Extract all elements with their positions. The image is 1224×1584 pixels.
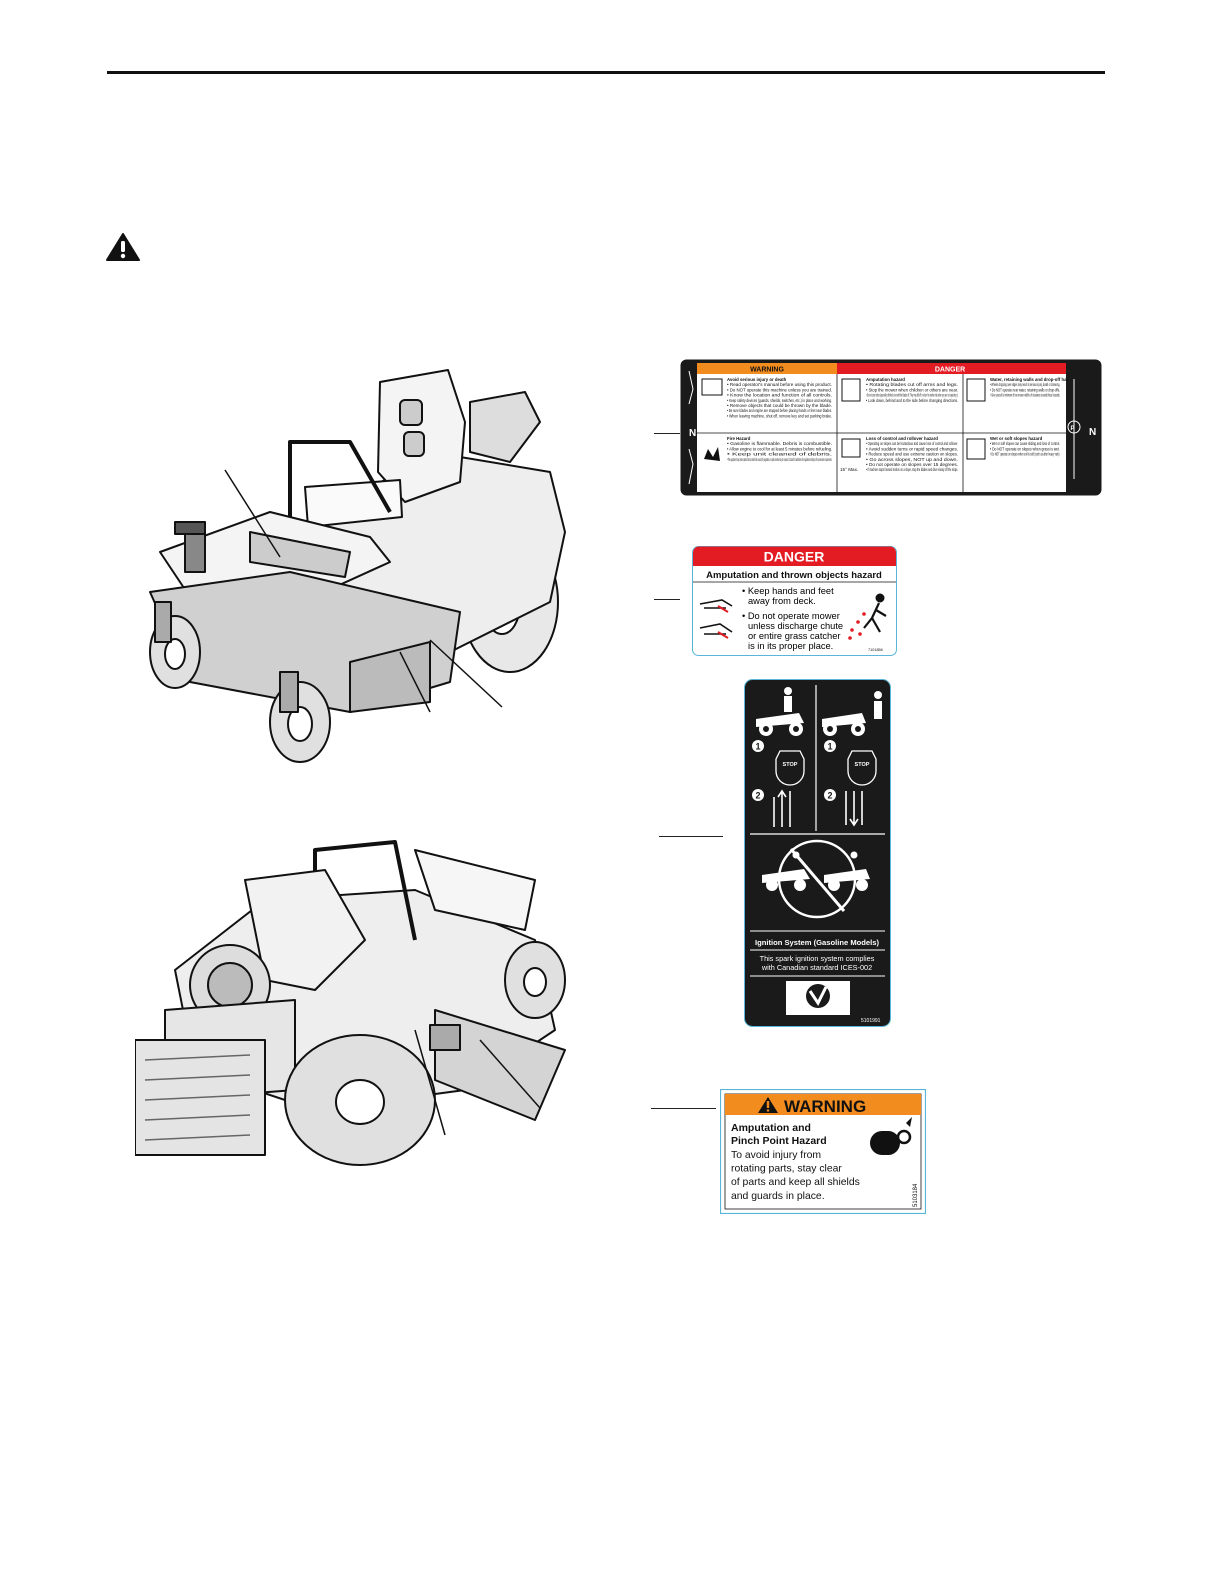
wide-cell-line: • Do not operate on slopes over 15 degre… xyxy=(866,462,958,467)
wide-cell-line: • Do NOT operate near water, retaining w… xyxy=(990,387,1060,392)
decal-danger-part-number: 7101856 xyxy=(868,648,883,652)
decal-warning: WARNING Amputation and Pinch Point Hazar… xyxy=(720,1089,926,1214)
decal-wide-danger-header: DANGER xyxy=(935,367,965,374)
wide-cell-line: • Rotating blades cut off arms and legs. xyxy=(866,382,958,387)
wide-cell-title: Fire Hazard xyxy=(727,436,751,441)
decal-wide-right-nav: N xyxy=(1089,427,1096,438)
decal-warning-body-line: rotating parts, stay clear xyxy=(731,1164,842,1175)
header-rule xyxy=(107,71,1105,74)
wide-cell-line: • Do not carry riders (especially childr… xyxy=(866,393,958,398)
wide-cell-line: • Give yourself a minimum of two mower w… xyxy=(990,393,1060,398)
wide-cell-title: Loss of control and rollover hazard xyxy=(866,436,938,441)
decal-danger-bullet-line: away from deck. xyxy=(748,596,816,606)
wide-cell-line: • Remove objects that could be thrown by… xyxy=(727,403,832,408)
wide-cell-line: • Do NOT operate on slopes when grass is… xyxy=(990,446,1060,451)
decal-ignition: 1 1 2 2 STOP STOP Ignition System (Gasol… xyxy=(744,679,891,1027)
decal-wide-slope-label: 15° Max. xyxy=(840,467,858,472)
wide-cell-line: • Gasoline is flammable. Debris is combu… xyxy=(727,441,832,446)
wide-cell-line: • Keep safety devices (guards, shields, … xyxy=(727,398,832,403)
decal-wide-safety: N WARNING DANGER 15° Max. Avoid serious … xyxy=(680,359,1102,496)
ignition-part-number: 5101991 xyxy=(861,1018,881,1024)
leader-line-1 xyxy=(654,433,680,434)
decal-warning-header: WARNING xyxy=(784,1097,866,1116)
mower-rear-illustration xyxy=(135,840,566,1166)
leader-line-3 xyxy=(659,836,723,837)
decal-danger-bullet-line: is in its proper place. xyxy=(748,641,833,651)
mower-front-illustration xyxy=(149,369,566,763)
wide-cell-line: • Wheels dropping over edges may result … xyxy=(990,382,1060,387)
ignition-acn: ACN 006 576 656 xyxy=(793,1017,843,1024)
safety-alert-icon xyxy=(106,233,140,261)
wide-cell-line: • Operating on slopes can be hazardous a… xyxy=(866,441,958,446)
leader-line-4 xyxy=(651,1108,716,1109)
decal-warning-body-line: of parts and keep all shields xyxy=(731,1177,860,1188)
decal-warning-body-line: and guards in place. xyxy=(731,1191,825,1202)
decal-warning-title-2: Pinch Point Hazard xyxy=(731,1135,827,1147)
wide-cell-title: Avoid serious injury or death xyxy=(727,377,787,382)
wide-cell-line: • Look down, behind and to the side befo… xyxy=(866,398,958,403)
ignition-step-1-right: 1 xyxy=(827,742,832,752)
wide-cell-line: • Keep unit cleaned of debris. xyxy=(727,452,832,457)
wide-cell-line: • Reduce speed and use extreme caution o… xyxy=(866,452,958,457)
ignition-title: Ignition System (Gasoline Models) xyxy=(755,938,880,947)
ignition-step-2-right: 2 xyxy=(827,791,832,801)
decal-warning-title-1: Amputation and xyxy=(731,1122,811,1134)
wide-cell-line: • Wet or soft slopes can cause sliding a… xyxy=(990,441,1060,446)
decal-wide-warning-header: WARNING xyxy=(750,367,784,374)
decal-danger-bullet-line: or entire grass catcher xyxy=(748,631,841,641)
svg-text:P: P xyxy=(1071,426,1075,432)
wide-cell-line: • This equipment may create sparks that … xyxy=(727,457,832,462)
decal-warning-part-number: 5103184 xyxy=(913,1183,919,1207)
wide-cell-title: Water, retaining walls and drop-off haza… xyxy=(990,377,1078,382)
wide-cell-line: • If machine stops forward motion on a s… xyxy=(866,467,958,472)
wide-cell-line: • Allow engine to cool for at least 5 mi… xyxy=(727,446,832,451)
wide-cell-line: • Read operator's manual before using th… xyxy=(727,382,832,387)
ignition-step-2-left: 2 xyxy=(755,791,760,801)
decal-wide-left-nav: N xyxy=(689,428,696,439)
decal-danger: DANGER Amputation and thrown objects haz… xyxy=(692,546,897,656)
wide-cell-line: • Be sure blades and engine are stopped … xyxy=(727,408,832,413)
wide-cell-line: • Do NOT operate on slopes when soil is … xyxy=(990,452,1060,457)
wide-cell-line: • Avoid sudden turns or rapid speed chan… xyxy=(866,446,958,451)
wide-cell-line: • Go across slopes, NOT up and down. xyxy=(866,457,958,462)
wide-cell-line: • Know the location and function of all … xyxy=(727,393,832,398)
decal-danger-bullet-line: unless discharge chute xyxy=(748,621,843,631)
ignition-body-line: with Canadian standard ICES-002 xyxy=(761,963,872,972)
ignition-stop-right: STOP xyxy=(855,762,870,768)
wide-cell-line: • Do NOT operate this machine unless you… xyxy=(727,387,832,392)
decal-danger-header: DANGER xyxy=(764,549,825,565)
wide-cell-title: Amputation hazard xyxy=(866,377,905,382)
decal-danger-bullet-line: • Do not operate mower xyxy=(742,611,840,621)
ignition-body-line: This spark ignition system complies xyxy=(760,954,875,963)
decal-warning-body-line: To avoid injury from xyxy=(731,1150,821,1161)
decal-danger-subheader: Amputation and thrown objects hazard xyxy=(706,570,882,581)
ignition-step-1-left: 1 xyxy=(755,742,760,752)
leader-line-2 xyxy=(654,599,680,600)
ignition-stop-left: STOP xyxy=(783,762,798,768)
wide-cell-line: • When leaving machine, shut off, remove… xyxy=(727,413,832,418)
wide-cell-title: Wet or soft slopes hazard xyxy=(990,436,1043,441)
wide-cell-line: • Stop the mower when children or others… xyxy=(866,387,958,392)
decal-danger-bullet-line: • Keep hands and feet xyxy=(742,586,834,596)
